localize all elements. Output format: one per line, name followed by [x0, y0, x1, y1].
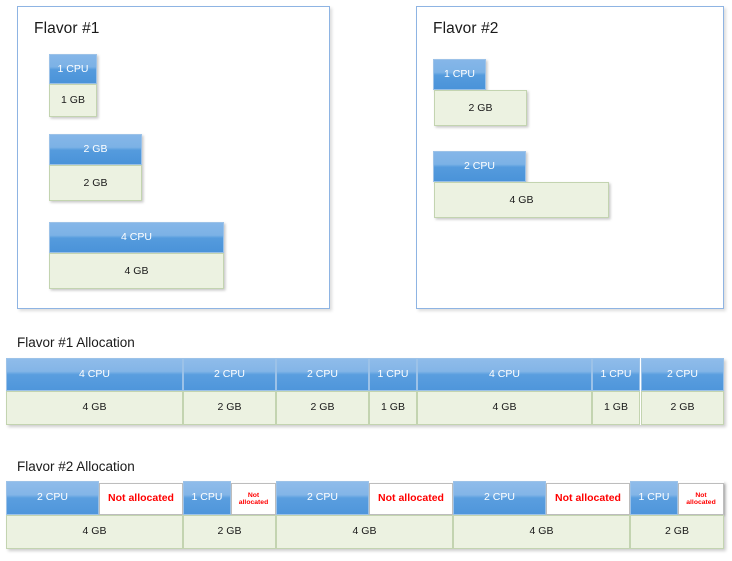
flavor-1-alloc-cpu-cell-4: 1 CPU [369, 358, 417, 391]
flavor-1-alloc-ram-cell-1: 4 GB [6, 391, 183, 425]
flavor-2-alloc-cpu-cell-3: 2 CPU [276, 481, 369, 515]
flavor-2-alloc-ram-cell-5: 2 GB [630, 515, 724, 549]
flavor-2-allocation-title: Flavor #2 Allocation [17, 459, 135, 474]
flavor-1-instance-3-cpu: 4 CPU [49, 222, 224, 253]
flavor-2-alloc-unallocated-5: Not allocated [678, 483, 724, 515]
flavor-1-alloc-ram-cell-6: 1 GB [592, 391, 640, 425]
flavor-2-alloc-ram-cell-1: 4 GB [6, 515, 183, 549]
flavor-1-alloc-cpu-cell-2: 2 CPU [183, 358, 276, 391]
flavor-2-title: Flavor #2 [433, 20, 499, 37]
flavor-1-alloc-ram-cell-7: 2 GB [641, 391, 724, 425]
flavor-1-alloc-ram-cell-4: 1 GB [369, 391, 417, 425]
flavor-2-alloc-ram-cell-3: 4 GB [276, 515, 453, 549]
flavor-2-alloc-ram-cell-4: 4 GB [453, 515, 630, 549]
flavor-1-alloc-ram-cell-5: 4 GB [417, 391, 592, 425]
flavor-1-alloc-cpu-cell-3: 2 CPU [276, 358, 369, 391]
flavor-1-title: Flavor #1 [34, 20, 100, 37]
flavor-2-alloc-ram-cell-2: 2 GB [183, 515, 276, 549]
flavor-2-alloc-cpu-cell-4: 2 CPU [453, 481, 546, 515]
flavor-2-panel: Flavor #2 1 CPU 2 GB 2 CPU 4 GB [416, 6, 724, 309]
flavor-2-instance-2-ram: 4 GB [434, 182, 609, 218]
flavor-1-panel: Flavor #1 1 CPU 1 GB 2 GB 2 GB 4 CPU 4 G… [17, 6, 330, 309]
flavor-2-alloc-cpu-cell-5: 1 CPU [630, 481, 678, 515]
flavor-1-alloc-cpu-cell-7: 2 CPU [641, 358, 724, 391]
flavor-2-instance-2-cpu: 2 CPU [433, 151, 526, 182]
flavor-2-alloc-unallocated-2: Not allocated [231, 483, 276, 515]
flavor-2-instance-1-ram: 2 GB [434, 90, 527, 126]
flavor-1-alloc-cpu-cell-6: 1 CPU [592, 358, 640, 391]
flavor-1-allocation-title: Flavor #1 Allocation [17, 335, 135, 350]
flavor-1-alloc-cpu-cell-1: 4 CPU [6, 358, 183, 391]
flavor-2-instance-1-cpu: 1 CPU [433, 59, 486, 90]
flavor-1-instance-2-cpu: 2 GB [49, 134, 142, 165]
flavor-1-instance-1-ram: 1 GB [49, 84, 97, 117]
flavor-1-instance-3-ram: 4 GB [49, 253, 224, 289]
flavor-1-alloc-cpu-cell-5: 4 CPU [417, 358, 592, 391]
flavor-1-alloc-ram-cell-3: 2 GB [276, 391, 369, 425]
flavor-2-alloc-unallocated-1: Not allocated [99, 483, 183, 515]
flavor-1-instance-2-ram: 2 GB [49, 165, 142, 201]
flavor-2-alloc-unallocated-4: Not allocated [546, 483, 630, 515]
flavor-2-alloc-unallocated-3: Not allocated [369, 483, 453, 515]
flavor-2-alloc-cpu-cell-2: 1 CPU [183, 481, 231, 515]
flavor-2-alloc-cpu-cell-1: 2 CPU [6, 481, 99, 515]
flavor-1-instance-1-cpu: 1 CPU [49, 54, 97, 84]
flavor-1-alloc-ram-cell-2: 2 GB [183, 391, 276, 425]
